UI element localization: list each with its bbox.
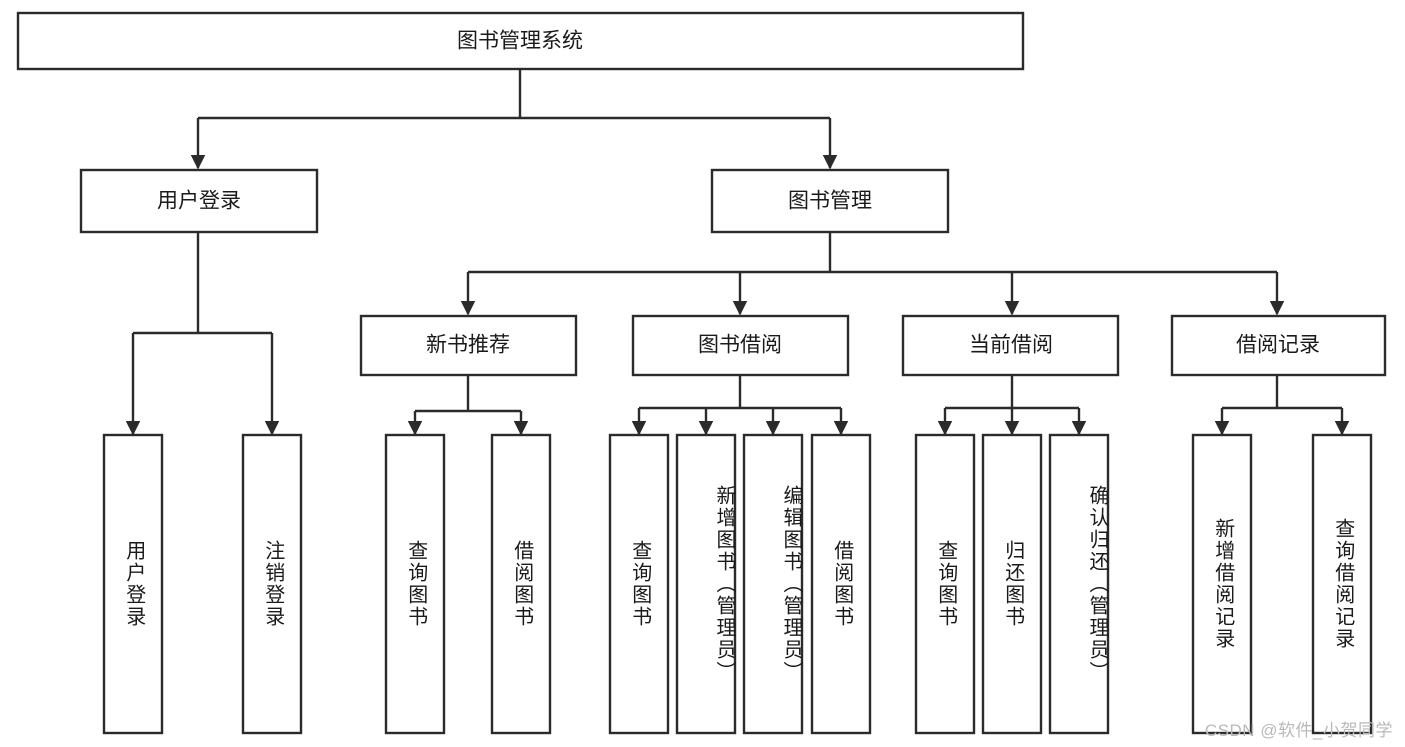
connector-group-book-manage: [460, 232, 1285, 316]
leaf-new-book-1[interactable]: [490, 433, 552, 735]
node-borrow-record-label: 借阅记录: [1236, 334, 1320, 357]
leaf-user-login-1[interactable]: [241, 433, 303, 735]
connector-group-current-borrow: [937, 375, 1087, 436]
node-user-login[interactable]: [79, 168, 319, 234]
leaf-current-borrow-2[interactable]: [1048, 433, 1110, 735]
leaf-current-borrow-1[interactable]: [981, 433, 1043, 735]
leaf-borrow-record-0[interactable]: [1191, 433, 1253, 735]
connector-group-root: [190, 68, 838, 170]
leaf-new-book-0[interactable]: [384, 433, 446, 735]
node-current-borrow-label: 当前借阅: [969, 334, 1053, 357]
watermark-text: CSDN @软件_小贺同学: [1204, 721, 1393, 740]
leaf-book-borrow-3[interactable]: [810, 433, 872, 735]
leaf-book-borrow-0[interactable]: [608, 433, 670, 735]
node-book-manage-label: 图书管理: [788, 190, 872, 213]
node-current-borrow[interactable]: [901, 314, 1120, 377]
node-root-label: 图书管理系统: [457, 30, 583, 53]
node-user-login-label: 用户登录: [157, 190, 241, 213]
node-new-book-recommend[interactable]: [359, 314, 578, 377]
leaf-user-login-0[interactable]: [102, 433, 164, 735]
connector-group-user-login: [125, 232, 280, 436]
leaf-borrow-record-1[interactable]: [1311, 433, 1373, 735]
node-borrow-record[interactable]: [1170, 314, 1387, 377]
connector-group-new-book: [407, 375, 529, 436]
node-root[interactable]: [16, 11, 1025, 71]
leaf-book-borrow-2[interactable]: [742, 433, 804, 735]
node-new-book-recommend-label: 新书推荐: [426, 334, 510, 357]
node-book-borrow-label: 图书借阅: [698, 334, 782, 357]
node-book-borrow[interactable]: [631, 314, 850, 377]
leaf-book-borrow-1[interactable]: [675, 433, 737, 735]
connector-group-book-borrow: [631, 375, 849, 436]
leaf-current-borrow-0[interactable]: [914, 433, 976, 735]
node-book-manage[interactable]: [710, 168, 950, 234]
connector-group-borrow-record: [1214, 375, 1350, 436]
